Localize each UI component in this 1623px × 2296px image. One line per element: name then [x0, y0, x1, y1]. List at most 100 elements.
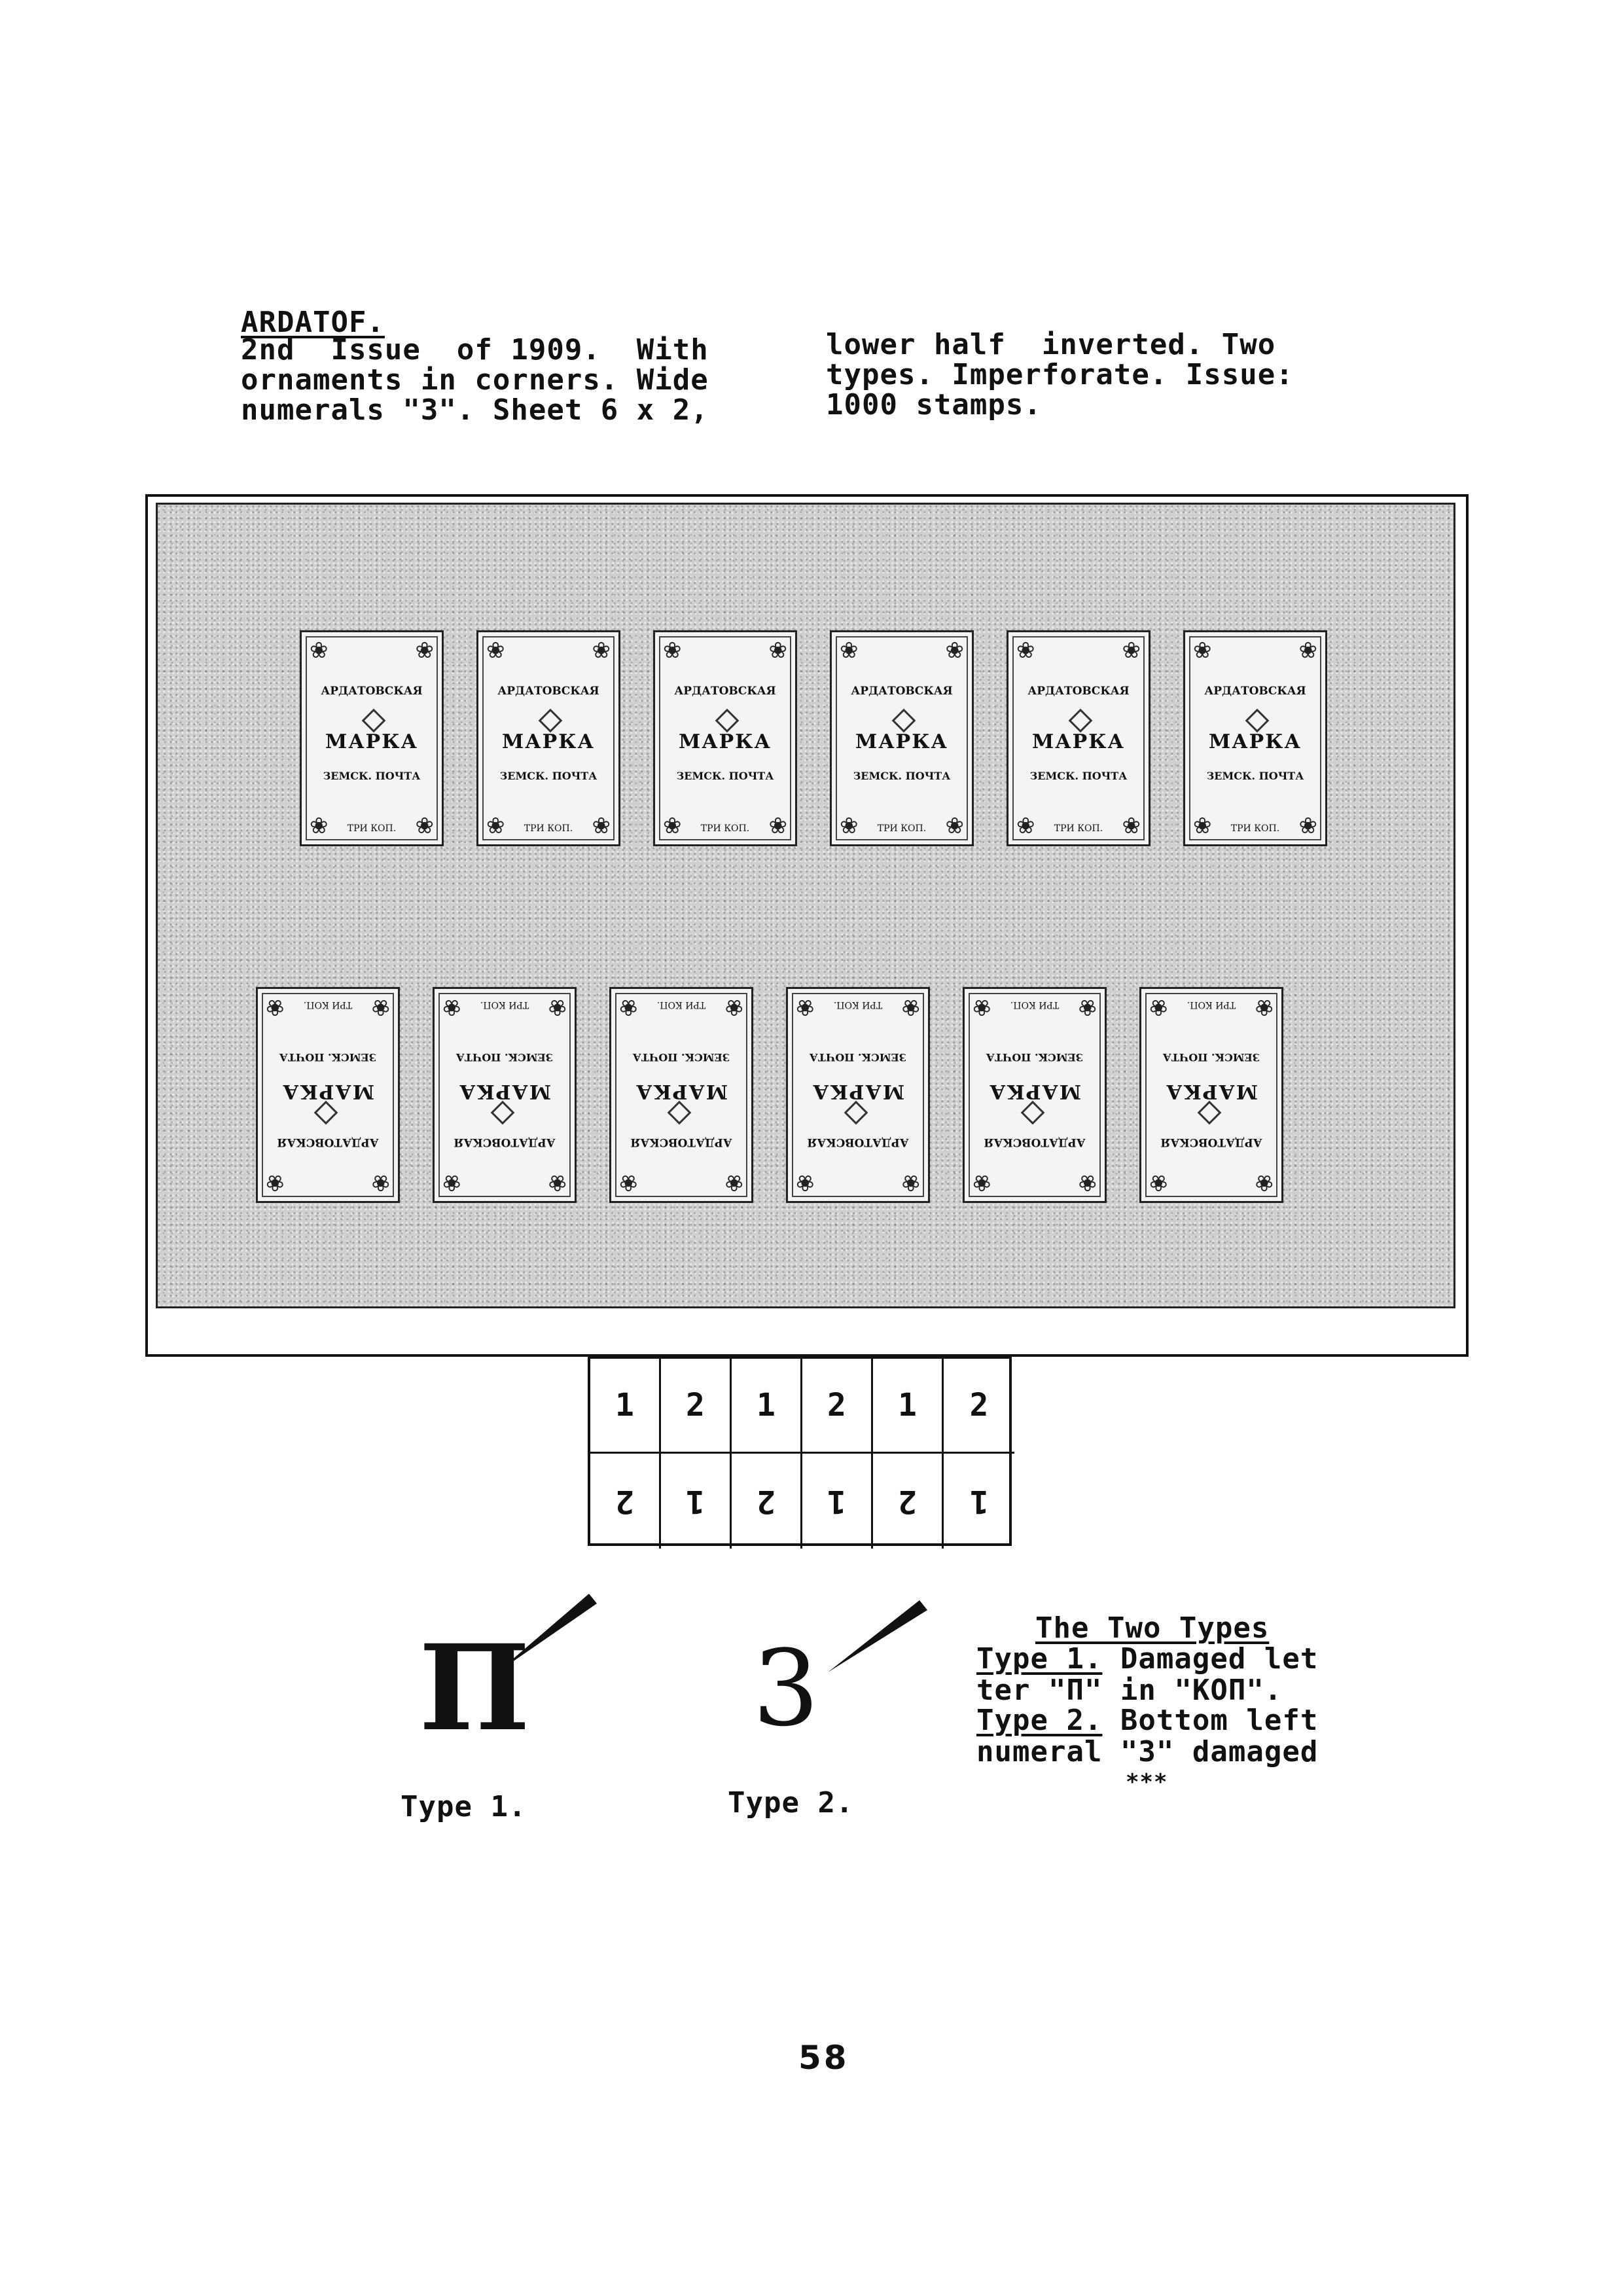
- stamp-bottom-text: ЗЕМСК. ПОЧТА: [676, 770, 774, 782]
- corner-ornament-icon: ❀: [486, 813, 505, 839]
- layout-cell-bottom-4: 1: [802, 1454, 873, 1549]
- section-title: ARDATOF.: [241, 306, 385, 339]
- stamp-bottom-text: ЗЕМСК. ПОЧТА: [1206, 770, 1304, 782]
- corner-ornament-icon: ❀: [592, 637, 611, 664]
- corner-ornament-icon: ❀: [310, 637, 329, 664]
- stamp-main-text: МАРКА: [325, 730, 418, 753]
- corner-ornament-icon: ❀: [486, 637, 505, 664]
- corner-ornament-icon: ❀: [415, 637, 435, 664]
- stamp-design: ❀ ❀ ❀ ❀ АРДАТОВСКАЯ МАРКА ЗЕМСК. ПОЧТА ТРИ КОП.: [478, 632, 618, 844]
- stamp-value-text: ТРИ КОП.: [524, 823, 573, 834]
- layout-cell-top-6: 2: [944, 1359, 1014, 1454]
- corner-ornament-icon: ❀: [1193, 637, 1212, 664]
- sheet-layout-grid: 1 2 1 2 1 2 2 1 2 1 2 1: [588, 1356, 1014, 1549]
- legend-type1-desc-a: Damaged let: [1102, 1642, 1319, 1676]
- stamp-main-text: МАРКА: [1032, 730, 1125, 753]
- type1-pointer: [497, 1594, 597, 1672]
- stamp-top-text: АРДАТОВСКАЯ: [1204, 685, 1306, 698]
- layout-cell-bottom-1: 2: [590, 1454, 661, 1549]
- corner-ornament-icon: ❀: [768, 813, 788, 839]
- stamp-design: ❀ ❀ ❀ ❀ АРДАТОВСКАЯ МАРКА ЗЕМСК. ПОЧТА ТРИ КОП.: [302, 632, 442, 844]
- description-left-line-2: ornaments in corners. Wide: [241, 363, 709, 397]
- stamp-value-text: ТРИ КОП.: [1230, 823, 1280, 834]
- type1-label: Type 1.: [401, 1790, 527, 1823]
- corner-ornament-icon: ❀: [1193, 813, 1212, 839]
- type2-glyph: 3: [753, 1627, 819, 1749]
- stamp-bottom-text: ЗЕМСК. ПОЧТА: [323, 770, 421, 782]
- layout-cell-top-3: 1: [732, 1359, 802, 1454]
- stamp-bottom-text: ЗЕМСК. ПОЧТА: [1029, 770, 1128, 782]
- type1-glyph: П: [419, 1619, 530, 1757]
- type2-label: Type 2.: [728, 1786, 854, 1820]
- description-right-line-2: types. Imperforate. Issue:: [826, 358, 1294, 391]
- stamp-top-text: АРДАТОВСКАЯ: [674, 685, 776, 698]
- legend-type1-line: Type 1. Damaged let: [976, 1644, 1318, 1674]
- description-left-line-3: numerals "3". Sheet 6 x 2,: [241, 393, 709, 427]
- layout-cell-bottom-5: 2: [873, 1454, 944, 1549]
- corner-ornament-icon: ❀: [663, 637, 682, 664]
- corner-ornament-icon: ❀: [310, 813, 329, 839]
- stamp-value-text: ТРИ КОП.: [700, 823, 750, 834]
- description-left-line-1: 2nd Issue of 1909. With: [241, 333, 709, 367]
- stamp-sheet-image: ❀ ❀ ❀ ❀ АРДАТОВСКАЯ МАРКА ЗЕМСК. ПОЧТА ТРИ КОП.…: [156, 503, 1455, 1308]
- stamp-bottom-text: ЗЕМСК. ПОЧТА: [853, 770, 951, 782]
- stamp-top-4: ❀ ❀ ❀ ❀ АРДАТОВСКАЯ МАРКА ЗЕМСК. ПОЧТА ТРИ КОП.: [830, 630, 974, 846]
- corner-ornament-icon: ❀: [415, 813, 435, 839]
- corner-ornament-icon: ❀: [1016, 813, 1035, 839]
- stamp-main-text: МАРКА: [679, 730, 772, 753]
- corner-ornament-icon: ❀: [840, 637, 859, 664]
- legend-type2-desc-b: numeral "3" damaged: [976, 1735, 1319, 1768]
- stamp-design: ❀ ❀ ❀ ❀ АРДАТОВСКАЯ МАРКА ЗЕМСК. ПОЧТА ТРИ КОП.: [655, 632, 795, 844]
- stamp-top-text: АРДАТОВСКАЯ: [851, 685, 953, 698]
- corner-ornament-icon: ❀: [945, 813, 965, 839]
- legend-type2-desc-a: Bottom left: [1102, 1704, 1319, 1737]
- stamp-bottom-text: ЗЕМСК. ПОЧТА: [499, 770, 597, 782]
- stamp-top-2: ❀ ❀ ❀ ❀ АРДАТОВСКАЯ МАРКА ЗЕМСК. ПОЧТА ТРИ КОП.: [476, 630, 620, 846]
- legend-type1-desc-b: ter "П" in "КОП".: [976, 1674, 1283, 1707]
- stamp-top-text: АРДАТОВСКАЯ: [497, 685, 599, 698]
- layout-cell-bottom-2: 1: [661, 1454, 732, 1549]
- stamp-value-text: ТРИ КОП.: [1054, 823, 1103, 834]
- legend-type1-term: Type 1.: [976, 1642, 1103, 1676]
- layout-cell-top-1: 1: [590, 1359, 661, 1454]
- corner-ornament-icon: ❀: [945, 637, 965, 664]
- stamp-top-5: ❀ ❀ ❀ ❀ АРДАТОВСКАЯ МАРКА ЗЕМСК. ПОЧТА ТРИ КОП.: [1007, 630, 1150, 846]
- stamp-top-1: ❀ ❀ ❀ ❀ АРДАТОВСКАЯ МАРКА ЗЕМСК. ПОЧТА ТРИ КОП.: [300, 630, 444, 846]
- stamp-design: ❀ ❀ ❀ ❀ АРДАТОВСКАЯ МАРКА ЗЕМСК. ПОЧТА ТРИ КОП.: [1008, 632, 1149, 844]
- stamp-main-text: МАРКА: [502, 730, 595, 753]
- description-right-line-3: 1000 stamps.: [826, 388, 1042, 422]
- stamp-value-text: ТРИ КОП.: [347, 823, 397, 834]
- corner-ornament-icon: ❀: [1122, 813, 1141, 839]
- corner-ornament-icon: ❀: [592, 813, 611, 839]
- corner-ornament-icon: ❀: [663, 813, 682, 839]
- corner-ornament-icon: ❀: [840, 813, 859, 839]
- corner-ornament-icon: ❀: [1122, 637, 1141, 664]
- layout-cell-top-5: 1: [873, 1359, 944, 1454]
- stamp-value-text: ТРИ КОП.: [877, 823, 927, 834]
- stamp-top-text: АРДАТОВСКАЯ: [1027, 685, 1130, 698]
- legend-stars: ***: [1126, 1769, 1168, 1795]
- corner-ornament-icon: ❀: [768, 637, 788, 664]
- stamp-main-text: МАРКА: [855, 730, 948, 753]
- layout-cell-bottom-3: 2: [732, 1454, 802, 1549]
- legend-heading: The Two Types: [1035, 1611, 1270, 1645]
- layout-cell-top-4: 2: [802, 1359, 873, 1454]
- type2-pointer: [828, 1600, 927, 1672]
- legend-type2-line: Type 2. Bottom left: [976, 1706, 1318, 1736]
- page-number: 58: [798, 2039, 849, 2077]
- stamp-design: ❀ ❀ ❀ ❀ АРДАТОВСКАЯ МАРКА ЗЕМСК. ПОЧТА ТРИ КОП.: [832, 632, 972, 844]
- corner-ornament-icon: ❀: [1298, 637, 1318, 664]
- stamp-top-text: АРДАТОВСКАЯ: [321, 685, 423, 698]
- stamp-top-3: ❀ ❀ ❀ ❀ АРДАТОВСКАЯ МАРКА ЗЕМСК. ПОЧТА ТРИ КОП.: [653, 630, 797, 846]
- legend-type2-term: Type 2.: [976, 1704, 1103, 1737]
- corner-ornament-icon: ❀: [1016, 637, 1035, 664]
